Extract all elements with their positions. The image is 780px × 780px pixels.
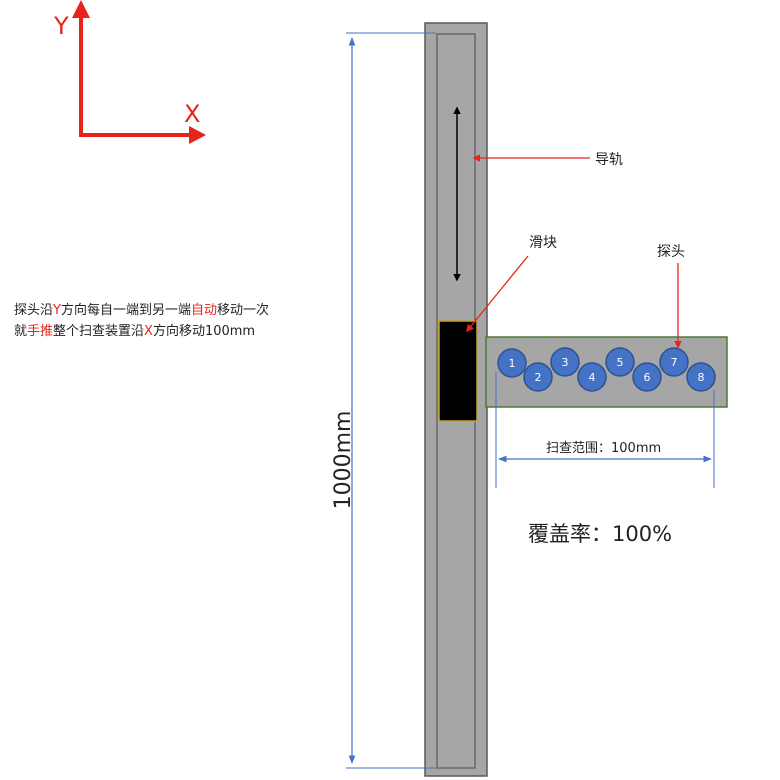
probe-circle [659, 347, 689, 377]
note-line-2: 就手推整个扫查装置沿X方向移动100mm [14, 321, 269, 342]
note-line-1: 探头沿Y方向每自一端到另一端自动移动一次 [14, 300, 269, 321]
note-text: 方向移动100mm [152, 324, 256, 339]
note-text: 整个扫查装置沿 [53, 324, 145, 339]
probe-2: 2 [523, 362, 553, 392]
note-highlight: 自动 [190, 303, 217, 318]
scan-label-bg [540, 438, 690, 456]
probe-number: 2 [535, 371, 542, 384]
note-text: 就 [14, 324, 28, 339]
coverage-label: 覆盖率：100% [528, 522, 673, 546]
probe-circle [523, 362, 553, 392]
probe-number: 7 [671, 356, 678, 369]
note-text: 探头沿 [14, 303, 54, 318]
probe-1: 1 [497, 348, 527, 378]
probe-8: 8 [686, 362, 716, 392]
probe-circle [686, 362, 716, 392]
probe-circle [550, 347, 580, 377]
probe-4: 4 [577, 362, 607, 392]
probe-array: 1 2 3 4 5 6 7 8 [497, 347, 716, 392]
probe-number: 1 [509, 357, 516, 370]
note-text: 移动一次 [217, 303, 270, 318]
length-label: 1000mm [331, 411, 356, 510]
scan-range-dimension: 扫查范围：100mm [495, 372, 715, 488]
y-axis-label: Y [53, 12, 69, 40]
probe-6: 6 [632, 362, 662, 392]
x-axis-arrowhead [189, 126, 206, 144]
probe-label: 探头 [657, 244, 685, 260]
probe-circle [577, 362, 607, 392]
probe-5: 5 [605, 347, 635, 377]
rail-label: 导轨 [595, 152, 623, 168]
length-dimension: 1000mm [331, 32, 436, 769]
slider-block [438, 320, 478, 422]
probe-circle [497, 348, 527, 378]
axis-indicator: Y X [53, 0, 206, 144]
probe-7: 7 [659, 347, 689, 377]
slider-label: 滑块 [529, 234, 557, 251]
probe-number: 5 [617, 356, 624, 369]
probe-circle [605, 347, 635, 377]
probe-circle [632, 362, 662, 392]
probe-number: 8 [698, 371, 705, 384]
note-highlight: Y [53, 303, 61, 318]
slider-callout-line [466, 255, 529, 333]
probe-3: 3 [550, 347, 580, 377]
x-axis-label: X [184, 100, 200, 128]
operation-note: 探头沿Y方向每自一端到另一端自动移动一次 就手推整个扫查装置沿X方向移动100m… [14, 300, 269, 342]
scan-range-label: 扫查范围：100mm [546, 441, 661, 456]
note-text: 方向每自一端到另一端 [60, 303, 191, 318]
note-highlight: 手推 [27, 324, 54, 339]
probe-number: 3 [562, 356, 569, 369]
probe-number: 6 [644, 371, 651, 384]
callouts: 导轨 滑块 探头 [466, 152, 685, 349]
probe-number: 4 [589, 371, 596, 384]
note-highlight: X [144, 324, 153, 339]
y-axis-arrowhead [72, 0, 90, 18]
